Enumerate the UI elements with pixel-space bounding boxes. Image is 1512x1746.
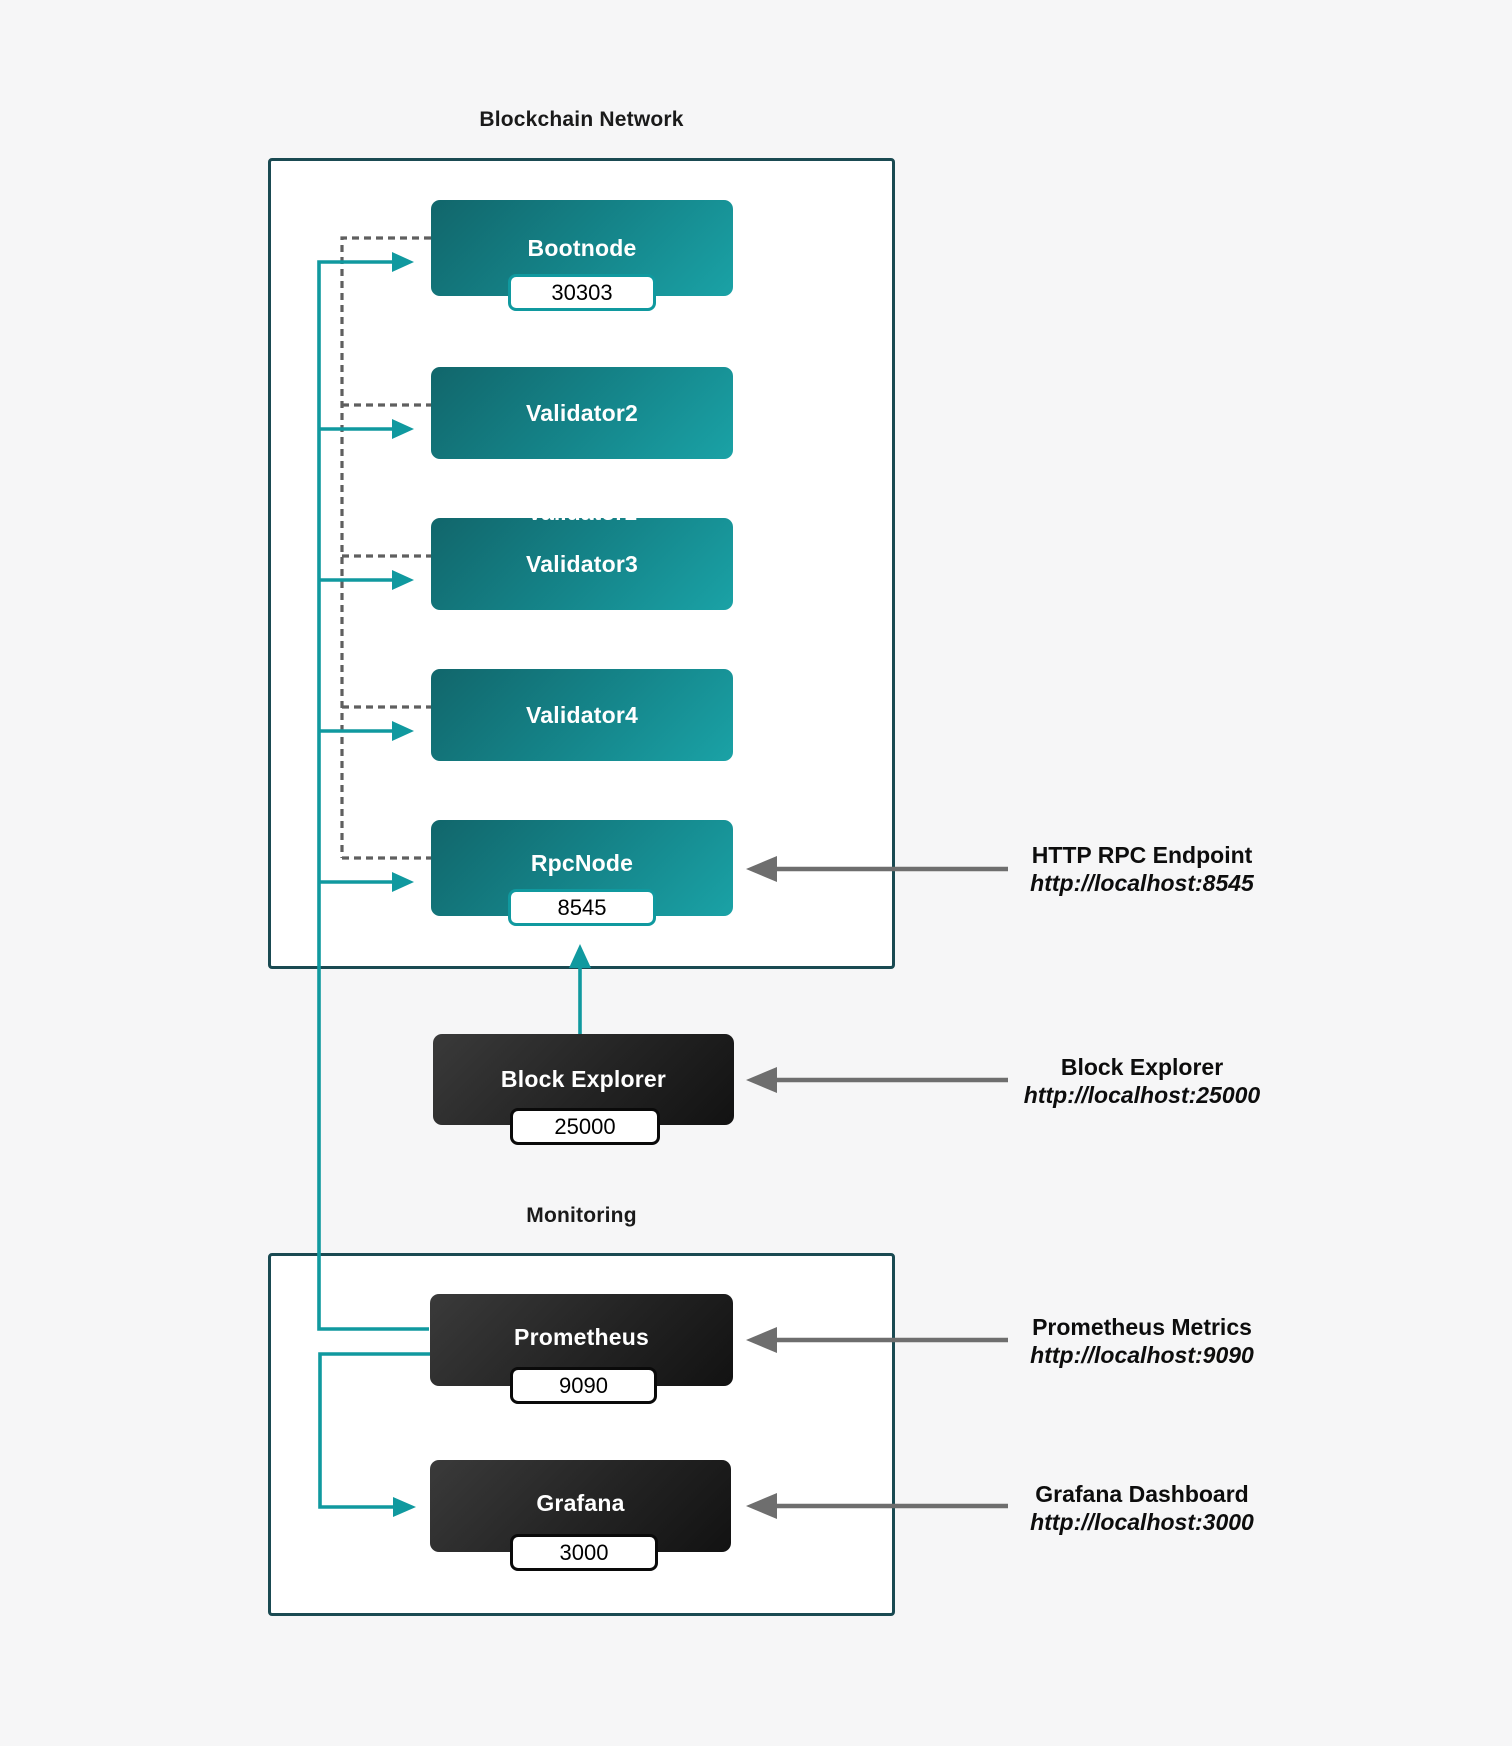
port-badge-block-explorer: 25000	[510, 1108, 660, 1145]
node-grafana-label: Grafana	[536, 1489, 625, 1516]
port-badge-grafana: 3000	[510, 1534, 658, 1571]
node-block-explorer-label: Block Explorer	[500, 1066, 667, 1092]
port-badge-prometheus: 9090	[510, 1367, 657, 1404]
annotation-grafana-title: Grafana Dashboard	[1035, 1481, 1249, 1507]
annotation-http-rpc-url: http://localhost:8545	[1030, 870, 1254, 896]
annotation-block-explorer-title: Block Explorer	[1060, 1054, 1224, 1080]
annotation-grafana-url: http://localhost:3000	[1030, 1509, 1254, 1535]
node-validator3-label: Validator3	[526, 550, 638, 577]
arrowhead-explorer-annotation	[746, 1067, 777, 1093]
node-validator4: Validator4	[431, 669, 733, 761]
annotation-block-explorer-url: http://localhost:25000	[1023, 1082, 1261, 1108]
annotation-prometheus-url: http://localhost:9090	[1030, 1342, 1254, 1368]
annotation-block-explorer: Block Explorer http://localhost:25000	[1011, 1053, 1273, 1109]
node-bootnode-label: Bootnode	[527, 234, 637, 261]
node-rpcnode-label: RpcNode	[530, 849, 634, 876]
annotation-prometheus-title: Prometheus Metrics	[1032, 1314, 1252, 1340]
blockchain-network-title: Blockchain Network	[479, 108, 684, 131]
port-badge-rpcnode: 8545	[508, 889, 656, 926]
node-validator1-hidden-label: Validator1	[527, 499, 637, 525]
monitoring-title: Monitoring	[526, 1204, 637, 1227]
node-validator4-label: Validator4	[526, 701, 638, 728]
annotation-http-rpc: HTTP RPC Endpoint http://localhost:8545	[1011, 841, 1273, 897]
annotation-grafana: Grafana Dashboard http://localhost:3000	[1011, 1480, 1273, 1536]
node-validator2: Validator2	[431, 367, 733, 459]
port-badge-bootnode: 30303	[508, 274, 656, 311]
node-validator3: Validator3	[431, 518, 733, 610]
node-validator2-label: Validator2	[526, 399, 638, 426]
annotation-prometheus: Prometheus Metrics http://localhost:9090	[1011, 1313, 1273, 1369]
node-prometheus-label: Prometheus	[514, 1323, 649, 1350]
annotation-http-rpc-title: HTTP RPC Endpoint	[1031, 842, 1253, 868]
